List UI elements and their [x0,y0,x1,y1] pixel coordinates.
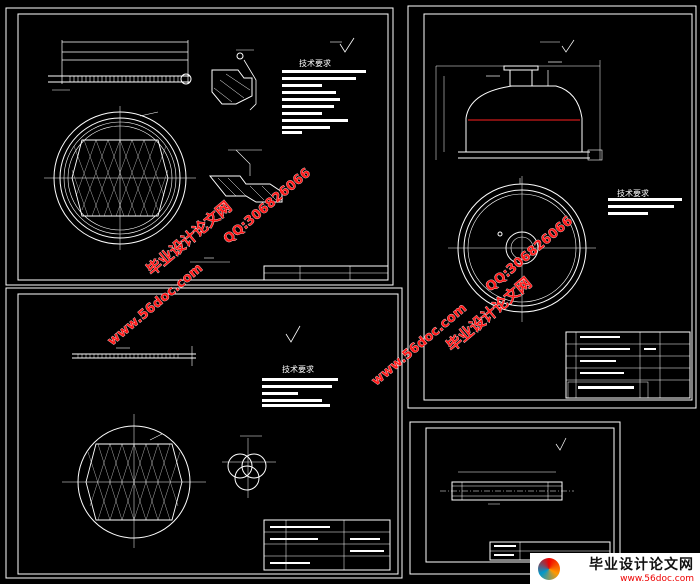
tech-notes-top-left [282,70,366,134]
sheet-bottom-left [5,287,403,579]
site-logo-banner: 毕业设计论文网 www.56doc.com [530,553,700,584]
site-logo-icon [538,558,560,580]
tech-notes-bottom-left [262,378,384,564]
title-block-small-lines [494,545,516,556]
tech-requirements-title-2: 技术要求 [282,364,314,374]
watermark-qq-1: QQ:306826066 [221,166,314,247]
sheet-top-left [5,7,394,286]
site-logo-url: www.56doc.com [620,573,694,584]
tech-notes-right [578,198,682,389]
site-logo-title: 毕业设计论文网 [589,556,694,573]
sheet-small [409,421,621,575]
tech-requirements-title-1: 技术要求 [299,58,331,68]
sheet-right [407,5,697,409]
tech-requirements-title-3: 技术要求 [617,188,649,198]
